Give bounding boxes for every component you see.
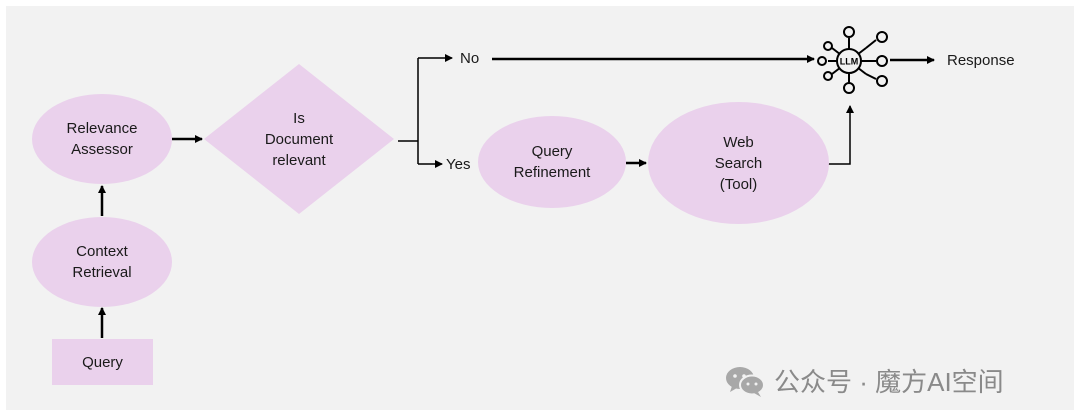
wechat-logo-icon xyxy=(726,366,765,397)
output-response: Response xyxy=(947,52,1015,69)
diagram-canvas: LLM Query Context Retrieval Relevance As… xyxy=(6,6,1074,410)
watermark-text: 公众号 · 魔方AI空间 xyxy=(774,367,1004,397)
llm-label: LLM xyxy=(840,57,859,67)
arrow-search-to-llm xyxy=(828,105,854,165)
node-web-search-tool: Web Search (Tool) xyxy=(648,102,829,224)
branch-label-yes: Yes xyxy=(446,156,471,173)
node-query-refinement: Query Refinement xyxy=(478,116,626,208)
node-relevance-assessor: Relevance Assessor xyxy=(32,94,172,184)
watermark: 公众号 · 魔方AI空间 xyxy=(724,362,1004,399)
node-context-retrieval: Context Retrieval xyxy=(32,217,172,307)
node-query: Query xyxy=(52,339,153,385)
branch-label-no: No xyxy=(460,50,480,67)
llm-network-icon xyxy=(817,26,888,94)
connector-layer: LLM xyxy=(98,26,935,338)
